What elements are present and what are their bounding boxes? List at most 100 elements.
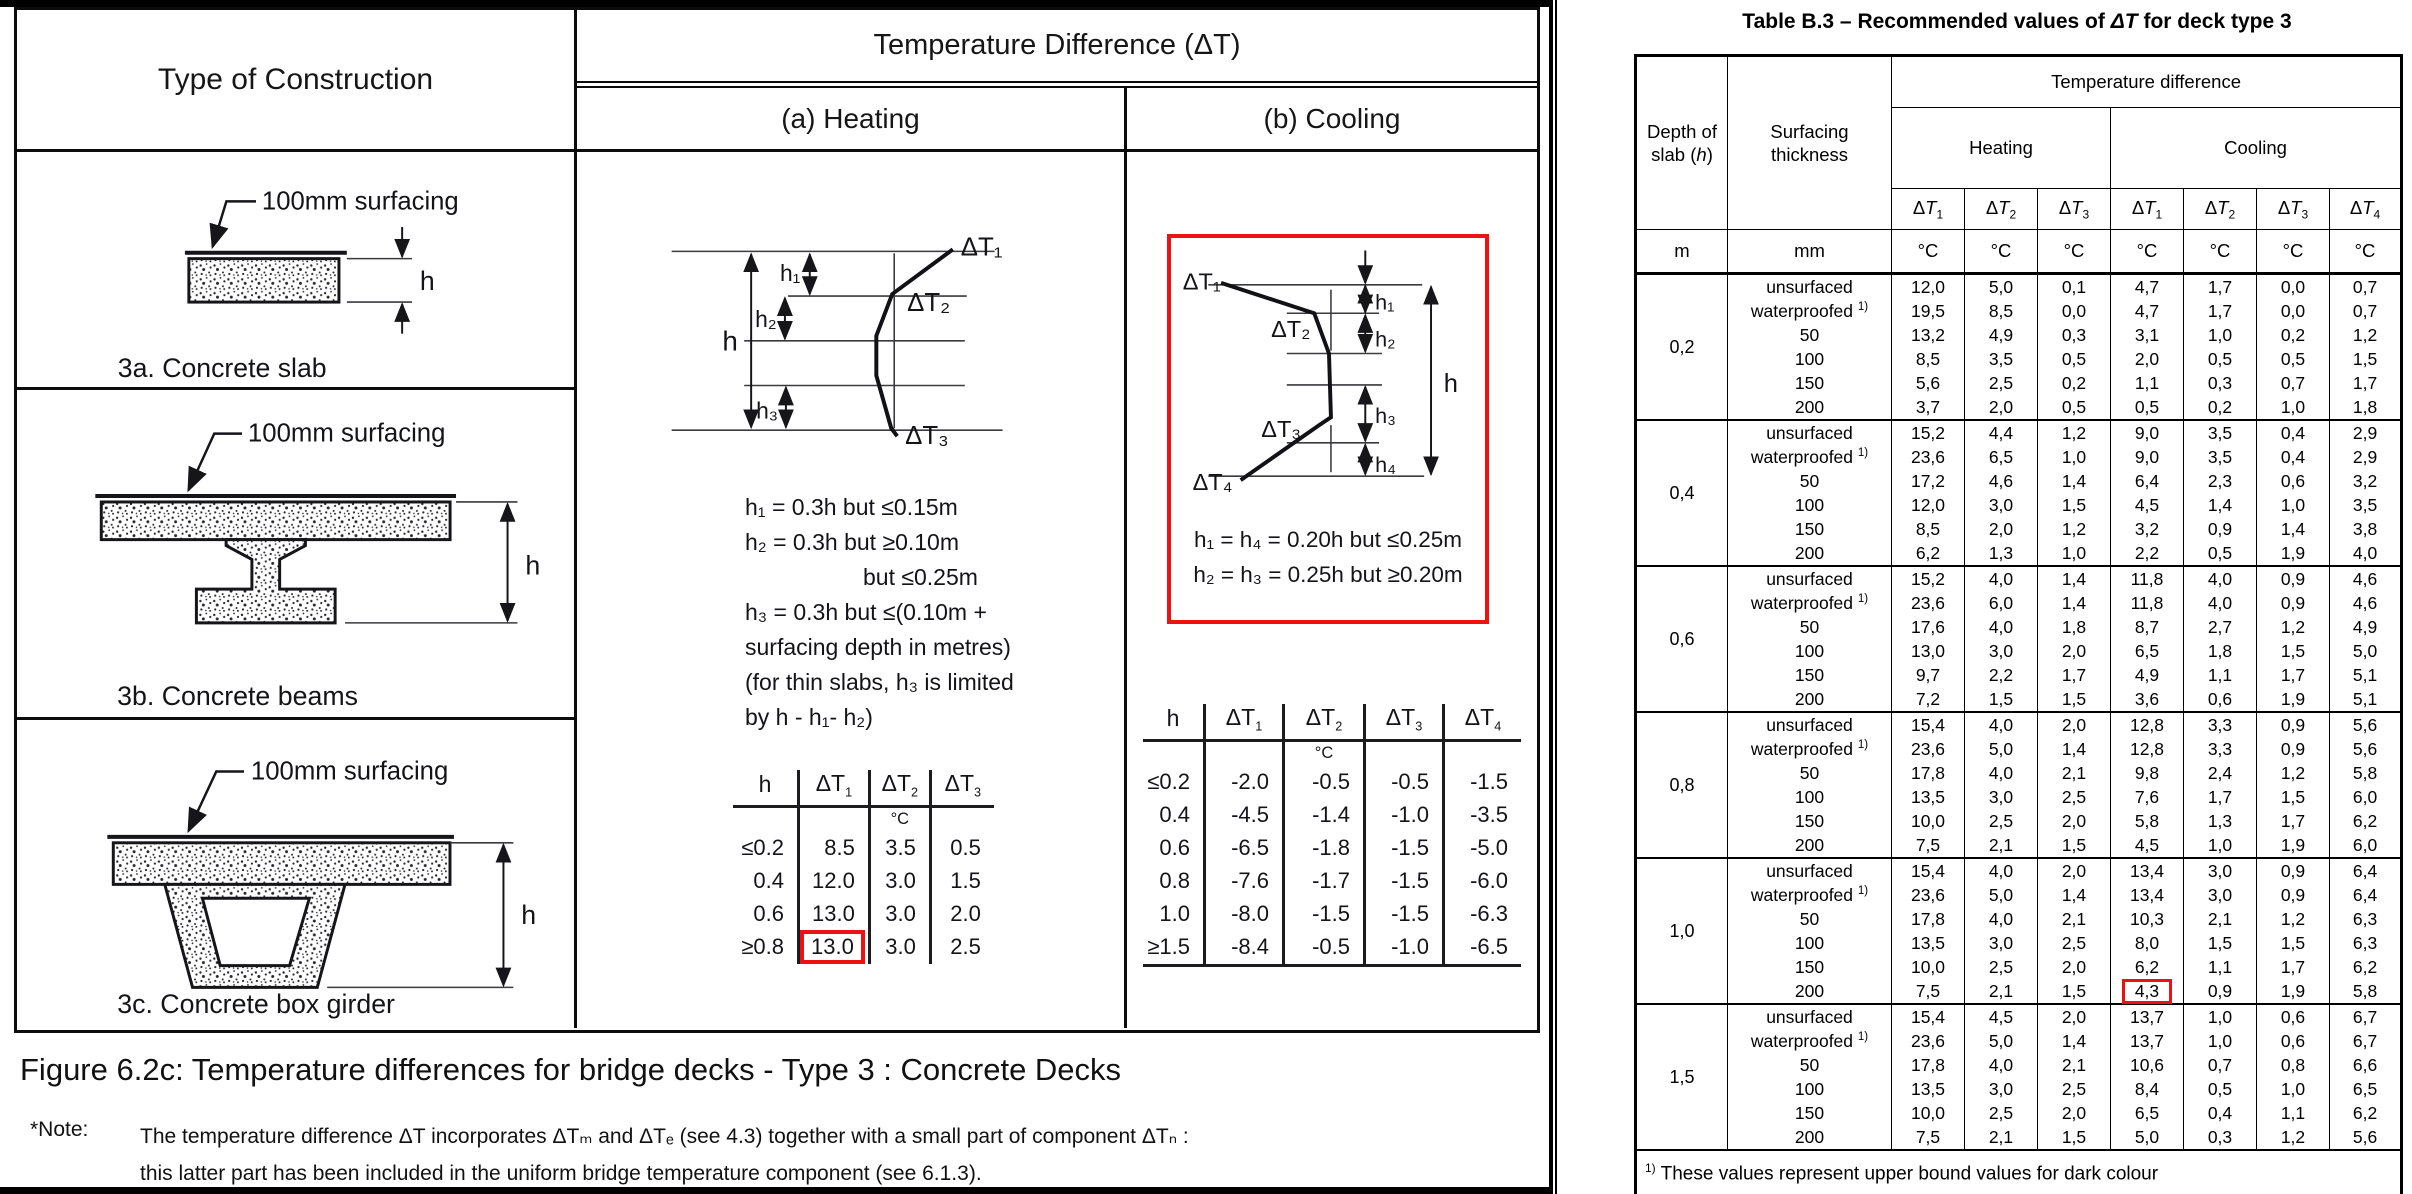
b3-value-g4-r1-c0: 23,6 (1891, 883, 1965, 907)
b3-footnote: 1) These values represent upper bound va… (1635, 1149, 2402, 1194)
cooling-table-unit-row: °C (1143, 740, 1521, 766)
h2-dim-label: h₂ (1375, 327, 1395, 352)
b3-depth-1,0: 1,0 (1635, 857, 1728, 1004)
b3-value-g5-r4-c1: 2,5 (1964, 1101, 2038, 1125)
heating-formula-line-0: h₁ = 0.3h but ≤0.15m (745, 494, 958, 520)
b3-value-g5-r0-c5: 0,6 (2256, 1003, 2330, 1029)
b3-value-g1-r3-c0: 12,0 (1891, 493, 1965, 517)
b3-surfacing-0,8-200: 200 (1727, 833, 1892, 858)
b3-value-g5-r5-c2: 1,5 (2037, 1125, 2111, 1150)
b3-value-g1-r4-c0: 8,5 (1891, 517, 1965, 541)
b3-surfacing-0,6-100: 100 (1727, 639, 1892, 663)
b3-value-g5-r0-c3: 13,7 (2110, 1003, 2184, 1029)
b3-surfacing-0,4-100: 100 (1727, 493, 1892, 517)
b3-value-g1-r5-c5: 1,9 (2256, 541, 2330, 566)
heating-table-unit-row: °C (733, 806, 994, 832)
b3-value-g3-r0-c3: 12,8 (2110, 711, 2184, 737)
b3-value-g5-r0-c6: 6,7 (2328, 1003, 2403, 1029)
b3-header-temp-diff: Temperature difference (1890, 55, 2403, 108)
b3-value-g2-r2-c1: 4,0 (1964, 615, 2038, 639)
cooling-table-header-2: ΔT2 (1282, 704, 1365, 742)
h-label-3c: h (521, 900, 536, 930)
b3-value-g0-r0-c5: 0,0 (2256, 273, 2330, 299)
b3-value-g5-r5-c5: 1,2 (2256, 1125, 2330, 1150)
b3-value-g1-r3-c1: 3,0 (1964, 493, 2038, 517)
heating-table-cell-r2-c0: 0.6 (753, 901, 784, 927)
b3-value-g3-r4-c0: 10,0 (1891, 809, 1965, 833)
b3-value-g3-r0-c1: 4,0 (1964, 711, 2038, 737)
heating-formula-line-3: h₃ = 0.3h but ≤(0.10m + (745, 599, 987, 625)
b3-dt-col-1: ΔT2 (1964, 188, 2038, 230)
cooling-table-cell-r4-c2: -1.5 (1282, 897, 1365, 931)
b3-value-g3-r2-c2: 2,1 (2037, 761, 2111, 785)
b3-value-g5-r3-c5: 1,0 (2256, 1077, 2330, 1101)
cooling-table-cell-r1-c1: -4.5 (1203, 798, 1284, 832)
b3-depth-h: h (1696, 144, 1707, 165)
cooling-table-cell-r2-c1: -6.5 (1203, 831, 1284, 865)
heating-table-cell-r2-c3: 2.0 (928, 897, 994, 931)
cooling-table-cell-r3-c2: -1.7 (1282, 864, 1365, 898)
box-girder-cavity (200, 896, 312, 968)
b3-value-g4-r1-c2: 1,4 (2037, 883, 2111, 907)
cooling-table-cell-r2-c4: -5.0 (1442, 831, 1521, 865)
heating-profile-diagram: h h₁ h₂ h₃ ΔT₁ ΔT₂ ΔT₃ (671, 233, 1003, 450)
b3-value-g5-r3-c1: 3,0 (1964, 1077, 2038, 1101)
b3-value-g5-r2-c3: 10,6 (2110, 1053, 2184, 1077)
b3-value-g0-r5-c1: 2,0 (1964, 395, 2038, 420)
b3-value-g5-r0-c2: 2,0 (2037, 1003, 2111, 1029)
b3-value-g5-r3-c3: 8,4 (2110, 1077, 2184, 1101)
b3-value-g2-r5-c1: 1,5 (1964, 687, 2038, 712)
cooling-table-cell-r5-c1: -8.4 (1203, 930, 1284, 967)
cooling-table-cell-r1-c4: -3.5 (1442, 798, 1521, 832)
heating-table-cell-r0-c1: 8.5 (797, 831, 870, 865)
b3-value-g1-r2-c5: 0,6 (2256, 469, 2330, 493)
b3-value-g1-r3-c6: 3,5 (2328, 493, 2403, 517)
heating-table-cell-r1-c0: 0.4 (753, 868, 784, 894)
b3-value-g2-r4-c2: 1,7 (2037, 663, 2111, 687)
b3-value-g1-r2-c0: 17,2 (1891, 469, 1965, 493)
dt1-label: ΔT₁ (1183, 269, 1221, 295)
note-text: The temperature difference ΔT incorporat… (140, 1118, 1189, 1193)
leader-arrow-3a (209, 200, 257, 250)
page-divider (1549, 0, 1557, 1194)
heating-table-header-2: ΔT2 (867, 770, 931, 808)
b3-surfacing-1,5-200: 200 (1727, 1125, 1892, 1150)
b3-value-g4-r1-c4: 3,0 (2183, 883, 2257, 907)
surfacing-label-3a: 100mm surfacing (262, 187, 459, 215)
b3-surfacing-0,2-50: 50 (1727, 323, 1892, 347)
b3-value-g4-r3-c3: 8,0 (2110, 931, 2184, 955)
b3-value-g3-r1-c4: 3,3 (2183, 737, 2257, 761)
b3-value-g2-r2-c2: 1,8 (2037, 615, 2111, 639)
h-dim-label: h (722, 326, 737, 357)
b3-value-g2-r1-c4: 4,0 (2183, 591, 2257, 615)
b3-value-g5-r2-c2: 2,1 (2037, 1053, 2111, 1077)
b3-value-g2-r0-c5: 0,9 (2256, 565, 2330, 591)
heating-table-unit-1 (797, 806, 870, 832)
b3-value-g1-r1-c1: 6,5 (1964, 445, 2038, 469)
slab-section-3c (111, 841, 452, 886)
b3-depth-line2b: ) (1706, 144, 1713, 165)
b3-value-g0-r4-c0: 5,6 (1891, 371, 1965, 395)
heating-table-unit-0 (733, 806, 799, 832)
b3-header-surfacing: Surfacing thickness (1727, 55, 1892, 230)
b3-value-g0-r4-c2: 0,2 (2037, 371, 2111, 395)
b3-value-g2-r3-c6: 5,0 (2328, 639, 2403, 663)
b3-value-g0-r1-c5: 0,0 (2256, 299, 2330, 323)
b3-value-g0-r0-c4: 1,7 (2183, 273, 2257, 299)
cooling-table-row-1: 0.4-4.5-1.4-1.0-3.5 (1143, 798, 1521, 832)
b3-value-g0-r3-c3: 2,0 (2110, 347, 2184, 371)
b3-depth-1,5: 1,5 (1635, 1003, 1728, 1150)
b3-value-g1-r4-c1: 2,0 (1964, 517, 2038, 541)
b3-value-g0-r1-c1: 8,5 (1964, 299, 2038, 323)
b3-value-g2-r0-c4: 4,0 (2183, 565, 2257, 591)
h3-dim-label: h₃ (1375, 403, 1396, 428)
b3-value-g0-r5-c3: 0,5 (2110, 395, 2184, 420)
